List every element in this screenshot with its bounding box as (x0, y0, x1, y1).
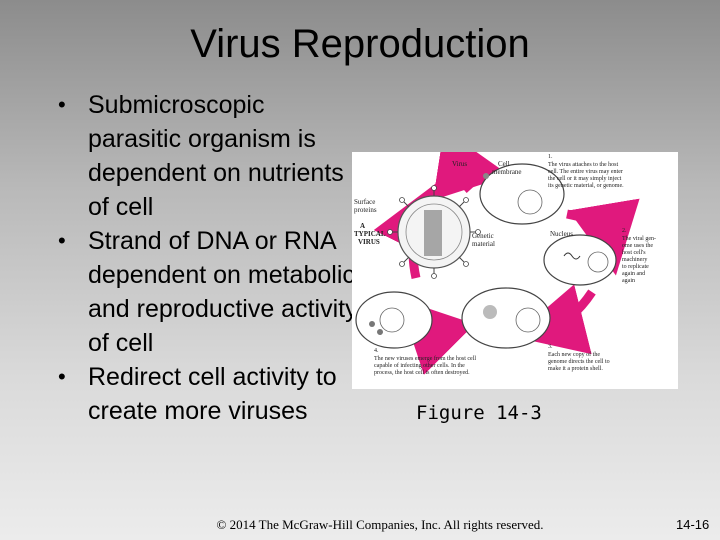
cycle-arrow (432, 152, 510, 201)
virus-lifecycle-figure: Virus Cell membrane Surface proteins A T… (352, 152, 678, 389)
step-4-line: The new viruses emerge from the host cel… (374, 355, 476, 362)
label-virus: Virus (452, 160, 467, 168)
label-membrane: membrane (492, 168, 522, 176)
bullet-item: • Redirect cell activity to create more … (58, 360, 358, 428)
step-1-number: 1. (548, 154, 553, 160)
bullet-item: • Strand of DNA or RNA dependent on meta… (58, 224, 358, 360)
bullet-item: • Submicroscopic parasitic organism is d… (58, 88, 358, 224)
step-3-line: make it a protein shell. (548, 366, 603, 372)
bullet-marker: • (58, 228, 66, 253)
bullet-text: Strand of DNA or RNA dependent on metabo… (88, 227, 358, 357)
step-2-line: host cell's (622, 250, 646, 256)
host-cell-2 (543, 234, 617, 286)
bullet-text: Redirect cell activity to create more vi… (88, 363, 337, 425)
step-1-line: its genetic material, or genome. (548, 183, 624, 189)
cycle-arrow (566, 198, 640, 276)
step-3-number: 3. (548, 344, 553, 350)
step-1-line: The virus attaches to the host (548, 162, 618, 168)
host-cell-3 (461, 287, 551, 349)
step-4-line: process, the host cell is often destroye… (374, 369, 470, 376)
slide-title: Virus Reproduction (190, 22, 530, 66)
label-nucleus: Nucleus (550, 230, 573, 238)
label-cell: Cell (498, 160, 510, 168)
bullet-list: • Submicroscopic parasitic organism is d… (58, 88, 358, 428)
step-4-number: 4. (374, 348, 379, 354)
page-number: 14-16 (676, 517, 710, 532)
typical-virus-icon (387, 185, 481, 279)
host-cell-1 (479, 163, 565, 225)
step-4-line: capable of infecting other cells. In the (374, 362, 465, 369)
step-2-line: to replicate (622, 264, 649, 270)
cycle-arrow (513, 284, 596, 355)
label-virus-caps: VIRUS (358, 238, 380, 246)
copyright-footer: © 2014 The McGraw-Hill Companies, Inc. A… (216, 517, 544, 532)
step-2-line: again (622, 278, 635, 284)
step-2-number: 2. (622, 228, 627, 234)
step-1-line: the cell or it may simply inject (548, 176, 622, 182)
lifecycle-diagram: Virus Cell membrane Surface proteins A T… (354, 152, 656, 376)
label-proteins: proteins (354, 206, 377, 214)
bullet-text: Submicroscopic parasitic organism is dep… (88, 91, 344, 221)
label-genetic: Genetic (472, 232, 494, 240)
bullet-marker: • (58, 364, 66, 389)
bullet-marker: • (58, 92, 66, 117)
step-2-line: The viral gen- (622, 236, 656, 242)
step-2-line: machinery (622, 257, 647, 263)
label-a: A (360, 222, 365, 230)
step-2-line: ome uses the (622, 243, 653, 249)
step-3-line: Each new copy of the (548, 351, 600, 358)
step-3-line: genome directs the cell to (548, 359, 610, 365)
step-1-line: cell. The entire virus may enter (548, 169, 623, 175)
label-typical: TYPICAL (354, 230, 386, 238)
step-2-line: again and (622, 271, 645, 277)
figure-caption: Figure 14-3 (416, 402, 542, 424)
host-cell-4 (355, 291, 433, 349)
label-material: material (472, 240, 495, 248)
label-surface: Surface (354, 198, 375, 206)
